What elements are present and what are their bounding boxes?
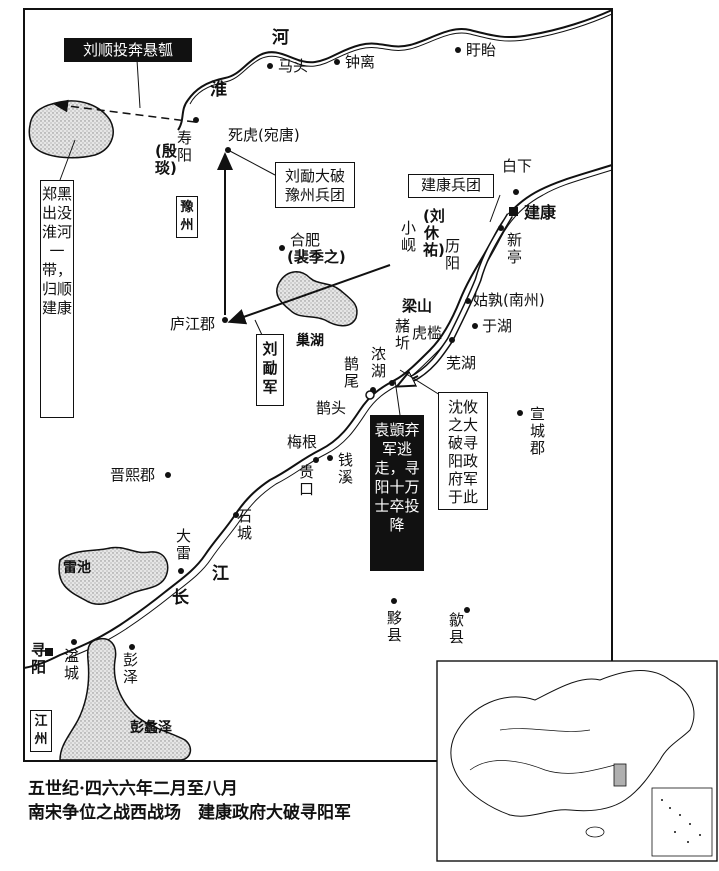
place-wuhu: 芜湖 [446,354,477,372]
callout-line [399,369,441,396]
place-dalei: 大雷 [175,527,191,562]
caption-line-2: 南宋争位之战西战场 建康政府大破寻阳军 [28,803,351,823]
chaohu-label: 巢湖 [296,333,324,349]
place-xuyi: 盱眙 [466,41,497,59]
yuzhou-region-label: 豫州 [176,196,198,238]
callout-line [489,194,501,223]
yuan-yi-box: 袁顗弃军逃走，寻阳十万士卒投降 [370,415,424,571]
place-hujian: 虎槛 [412,324,443,342]
place-pencheng: 湓城 [63,647,79,682]
huai-river-label-2: 河 [272,28,289,48]
callout-line [136,59,141,109]
place-liyang: 历阳 [444,237,460,272]
place-shexian: 歙县 [448,611,464,646]
callout-line [59,139,76,181]
leichi-label: 雷池 [63,560,91,576]
yangtze-label-1: 长 [172,588,189,608]
place-quewei: 鹊尾 [343,355,359,390]
map-frame [23,8,613,762]
place-jinxi: 晋熙郡 [110,466,156,484]
huai-river [177,9,613,131]
capital-marker [45,648,53,656]
place-xuancheng: 宣城郡 [529,405,545,457]
jiangzhou-region-label: 江州 [30,710,52,752]
place-xiaoxian: 小岘 [400,219,416,254]
pengli-label: 彭蠡泽 [130,720,172,736]
caption-line-1: 五世纪·四六六年二月至八月 [28,779,238,799]
place-baixia: 白下 [502,157,533,175]
shen-you-zhi-box: 沈攸之大破寻阳政府军于此 [438,392,488,510]
place-matou: 马头 [278,57,309,75]
place-shicheng: 石城 [236,507,252,542]
place-liangshan: 梁山 [402,297,433,315]
place-guikou: 贵口 [298,463,314,498]
place-zhongli: 钟离 [345,53,376,71]
callout-line [227,149,276,176]
capital-marker [509,207,518,216]
jiankang-army-box: 建康兵团 [408,174,494,198]
place-zhuqi: 赭圻 [394,317,410,352]
place-qianxi: 钱溪 [337,451,353,486]
pengli-lake [59,638,192,761]
place-yuhu: 于湖 [482,317,513,335]
place-nonghu: 浓湖 [370,345,386,380]
place-gushu: 姑孰(南州) [473,291,545,309]
callout-line [394,379,401,416]
chaohu-lake [276,271,358,327]
liu-mian-army-box: 刘勔军 [256,334,284,406]
place-sihu: 死虎(宛唐) [228,126,300,144]
place-lujiang: 庐江郡 [170,315,216,333]
place-yixian: 黟县 [386,609,402,644]
place-quetou: 鹊头 [316,399,347,417]
china-locator-map [436,660,718,862]
city-markers [71,47,523,650]
pei-ji-zhi-label: (裴季之) [287,248,346,266]
liu-mian-yuzhou-box: 刘勔大破豫州兵团 [275,162,355,208]
yin-yan-label: (殷琰) [155,142,177,177]
liu-shun-box: 刘顺投奔悬瓠 [64,38,192,62]
liu-xiu-you-label: (刘休祐) [423,207,445,259]
liu-mian-route-east [227,264,391,325]
zheng-hei-box: 郑黑出没淮河一带，归顺建康 [40,180,74,418]
place-pengze: 彭泽 [122,651,138,686]
place-hefei: 合肥 [290,231,321,249]
leichi-lake [58,546,169,605]
place-meigen: 梅根 [287,433,318,451]
yangtze-label-2: 江 [212,564,229,584]
huai-river-label-1: 淮 [210,80,227,100]
place-xinting: 新亭 [506,231,522,266]
place-xunyang: 寻阳 [30,641,46,676]
place-shouyang: 寿阳 [176,129,192,164]
callout-line [254,319,263,336]
place-jiankang: 建康 [524,203,557,222]
liu-shun-route [53,99,196,123]
